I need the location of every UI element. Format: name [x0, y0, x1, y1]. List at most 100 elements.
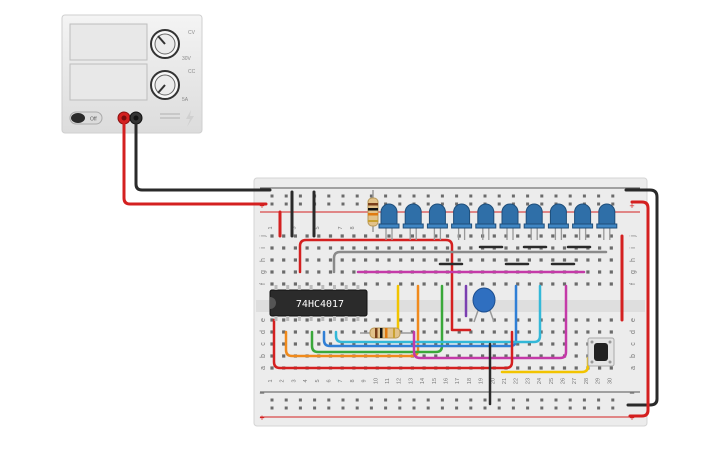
breadboard-hole[interactable]: [434, 234, 438, 238]
breadboard-hole[interactable]: [457, 354, 461, 358]
breadboard-hole[interactable]: [469, 330, 473, 334]
breadboard-hole[interactable]: [387, 282, 391, 286]
rail-hole[interactable]: [341, 398, 345, 402]
breadboard-hole[interactable]: [434, 318, 438, 322]
breadboard-hole[interactable]: [317, 234, 321, 238]
breadboard-hole[interactable]: [551, 282, 555, 286]
breadboard-hole[interactable]: [340, 342, 344, 346]
wire-yellow[interactable]: [396, 284, 590, 374]
rail-hole[interactable]: [369, 194, 373, 198]
breadboard-hole[interactable]: [504, 342, 508, 346]
breadboard-hole[interactable]: [516, 246, 520, 250]
breadboard-hole[interactable]: [270, 270, 274, 274]
breadboard-hole[interactable]: [481, 282, 485, 286]
breadboard-hole[interactable]: [410, 258, 414, 262]
breadboard-hole[interactable]: [445, 354, 450, 358]
breadboard-hole[interactable]: [293, 330, 297, 334]
breadboard-hole[interactable]: [422, 318, 426, 322]
negative-terminal[interactable]: [129, 111, 143, 125]
breadboard-hole[interactable]: [492, 342, 496, 346]
breadboard-hole[interactable]: [434, 330, 438, 334]
breadboard-hole[interactable]: [270, 366, 274, 370]
breadboard-hole[interactable]: [375, 318, 379, 322]
breadboard-hole[interactable]: [481, 318, 485, 322]
breadboard-hole[interactable]: [598, 270, 602, 274]
breadboard-hole[interactable]: [270, 234, 274, 238]
breadboard-hole[interactable]: [586, 330, 590, 334]
wire-gray[interactable]: [332, 250, 608, 274]
breadboard-hole[interactable]: [516, 330, 520, 334]
rail-hole[interactable]: [582, 194, 586, 198]
breadboard-hole[interactable]: [387, 342, 391, 346]
breadboard-hole[interactable]: [562, 234, 567, 238]
breadboard-hole[interactable]: [562, 246, 567, 250]
rail-hole[interactable]: [398, 202, 402, 206]
breadboard-hole[interactable]: [410, 342, 414, 346]
rail-hole[interactable]: [270, 194, 274, 198]
breadboard-hole[interactable]: [551, 258, 555, 262]
breadboard-hole[interactable]: [282, 282, 286, 286]
breadboard-hole[interactable]: [340, 246, 344, 250]
breadboard-hole[interactable]: [317, 246, 321, 250]
rail-hole[interactable]: [582, 406, 586, 410]
breadboard-hole[interactable]: [293, 342, 297, 346]
wire-red-bottom[interactable]: [272, 318, 514, 370]
rail-hole[interactable]: [483, 398, 487, 402]
breadboard-hole[interactable]: [469, 318, 473, 322]
breadboard-hole[interactable]: [410, 330, 414, 334]
breadboard-hole[interactable]: [469, 246, 473, 250]
breadboard-hole[interactable]: [481, 330, 485, 334]
rail-hole[interactable]: [611, 398, 615, 402]
led[interactable]: [596, 203, 618, 240]
breadboard-hole[interactable]: [609, 330, 613, 334]
voltage-knob[interactable]: [150, 29, 180, 59]
rail-hole[interactable]: [440, 202, 444, 206]
breadboard-hole[interactable]: [598, 258, 602, 262]
breadboard-hole[interactable]: [399, 330, 403, 334]
rail-hole[interactable]: [327, 202, 331, 206]
breadboard-hole[interactable]: [527, 234, 531, 238]
breadboard-hole[interactable]: [305, 342, 309, 346]
breadboard-hole[interactable]: [364, 258, 368, 262]
ic-chip[interactable]: 74HC4017: [269, 285, 368, 321]
breadboard-hole[interactable]: [328, 234, 333, 238]
breadboard-hole[interactable]: [492, 234, 496, 238]
breadboard-hole[interactable]: [305, 282, 309, 286]
breadboard-hole[interactable]: [364, 282, 368, 286]
rail-hole[interactable]: [526, 406, 530, 410]
breadboard-hole[interactable]: [492, 330, 496, 334]
breadboard-hole[interactable]: [562, 258, 567, 262]
rail-hole[interactable]: [398, 406, 402, 410]
breadboard-hole[interactable]: [328, 330, 333, 334]
breadboard-hole[interactable]: [598, 234, 602, 238]
rail-hole[interactable]: [440, 406, 444, 410]
power-supply[interactable]: CV 30V CC 5A Off: [61, 14, 203, 134]
breadboard-hole[interactable]: [445, 330, 450, 334]
breadboard-hole[interactable]: [282, 318, 286, 322]
breadboard-hole[interactable]: [434, 246, 438, 250]
rail-hole[interactable]: [384, 398, 388, 402]
rail-hole[interactable]: [597, 398, 601, 402]
breadboard-hole[interactable]: [574, 354, 578, 358]
breadboard-hole[interactable]: [551, 330, 555, 334]
breadboard-hole[interactable]: [352, 342, 356, 346]
rail-hole[interactable]: [483, 194, 487, 198]
rail-hole[interactable]: [384, 406, 388, 410]
rail-hole[interactable]: [284, 406, 288, 410]
breadboard-hole[interactable]: [340, 258, 344, 262]
breadboard-hole[interactable]: [352, 270, 356, 274]
rail-hole[interactable]: [284, 194, 288, 198]
rail-hole[interactable]: [469, 194, 473, 198]
rail-hole[interactable]: [483, 406, 487, 410]
rail-hole[interactable]: [497, 406, 501, 410]
led[interactable]: [547, 203, 569, 240]
led[interactable]: [499, 203, 521, 240]
breadboard-hole[interactable]: [516, 234, 520, 238]
rail-hole[interactable]: [511, 406, 515, 410]
rail-hole[interactable]: [412, 194, 416, 198]
breadboard-hole[interactable]: [399, 342, 403, 346]
resistor-bottom[interactable]: [360, 327, 412, 339]
rail-hole[interactable]: [554, 398, 558, 402]
breadboard-hole[interactable]: [387, 318, 391, 322]
breadboard-hole[interactable]: [445, 318, 450, 322]
